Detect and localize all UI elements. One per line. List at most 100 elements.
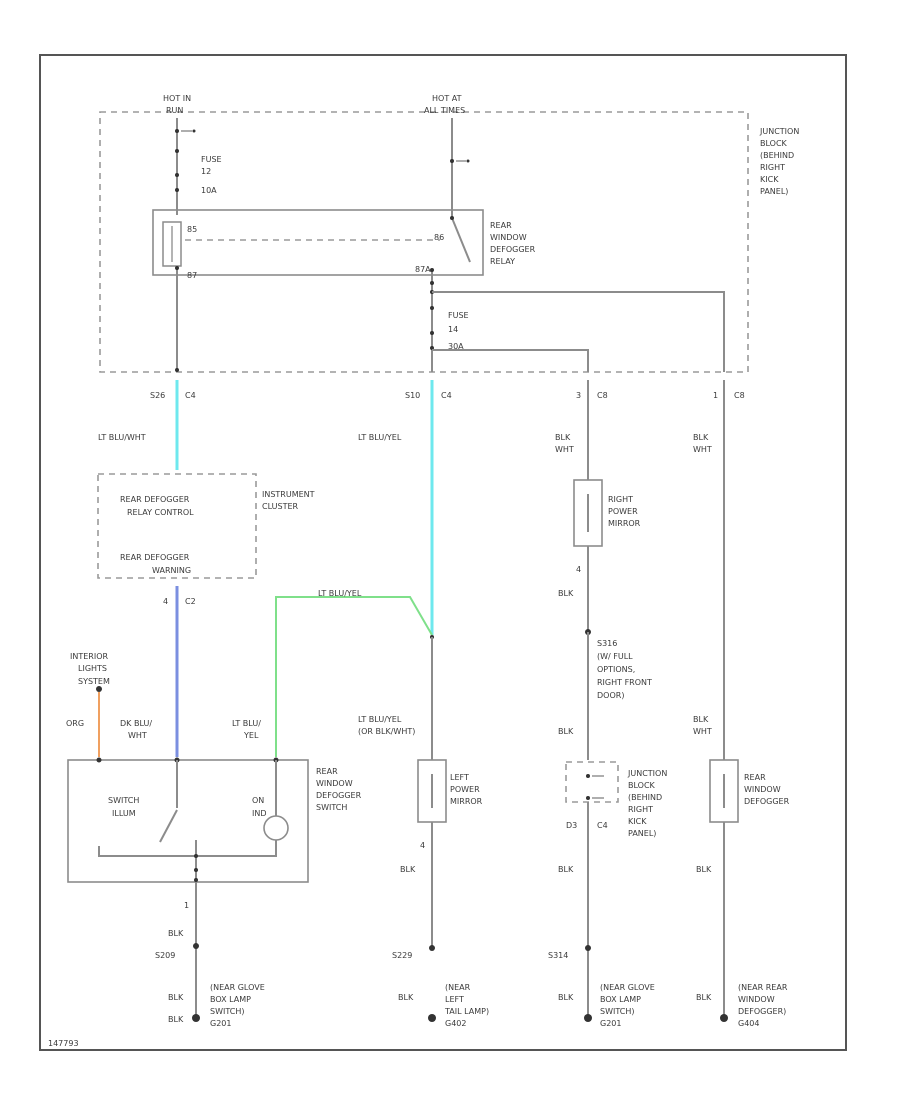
svg-text:C4: C4 — [597, 821, 608, 830]
hot-in-run-label: HOT IN RUN — [163, 94, 191, 115]
connector-1-c8: 1 C8 — [713, 391, 745, 400]
junction-block-2-label: JUNCTION BLOCK (BEHIND RIGHT KICK PANEL) — [627, 769, 667, 838]
svg-text:KICK: KICK — [760, 175, 779, 184]
svg-text:DK BLU/: DK BLU/ — [120, 719, 152, 728]
svg-text:(BEHIND: (BEHIND — [628, 793, 662, 802]
svg-text:TAIL LAMP): TAIL LAMP) — [444, 1007, 489, 1016]
svg-text:WINDOW: WINDOW — [316, 779, 353, 788]
on-ind-label: ON IND — [252, 796, 267, 818]
svg-text:WINDOW: WINDOW — [738, 995, 775, 1004]
ground-g201-b-label: (NEAR GLOVE BOX LAMP SWITCH) G201 — [600, 983, 655, 1028]
svg-text:JUNCTION: JUNCTION — [627, 769, 667, 778]
wire-to-mirror-branch — [432, 349, 589, 372]
splice-s209: S209 — [155, 951, 175, 960]
switch-ground-bus — [98, 840, 277, 857]
svg-text:RIGHT: RIGHT — [760, 163, 785, 172]
connector-4-c2: 4 C2 — [163, 597, 196, 606]
relay-pin-87a: 87A — [415, 265, 431, 274]
label-blk-5: BLK — [558, 865, 574, 874]
label-blk-2: BLK — [400, 865, 416, 874]
label-blk-g1: BLK — [168, 1015, 184, 1024]
svg-text:RELAY: RELAY — [490, 257, 515, 266]
svg-text:3: 3 — [576, 391, 581, 400]
label-blk-7: BLK — [398, 993, 414, 1002]
splice-s314: S314 — [548, 951, 568, 960]
relay-coil — [162, 221, 182, 267]
label-lt-blu-yel-top: LT BLU/YEL — [318, 589, 362, 598]
left-mirror-label: LEFT POWER MIRROR — [450, 773, 483, 806]
ground-g404-label: (NEAR REAR WINDOW DEFOGGER) G404 — [738, 983, 788, 1028]
warning-label: REAR DEFOGGER WARNING — [120, 553, 191, 575]
svg-text:C4: C4 — [185, 391, 196, 400]
relay-box — [152, 209, 484, 276]
interior-lights-terminal — [96, 686, 102, 692]
svg-text:D3: D3 — [566, 821, 577, 830]
node-sw-1 — [194, 854, 198, 858]
ground-g402-label: (NEAR LEFT TAIL LAMP) G402 — [444, 983, 489, 1028]
label-lt-blu-yel-or: LT BLU/YEL (OR BLK/WHT) — [358, 715, 415, 736]
label-blk-g3: BLK — [558, 993, 574, 1002]
svg-text:14: 14 — [448, 325, 458, 334]
svg-text:PANEL): PANEL) — [628, 829, 656, 838]
svg-text:WINDOW: WINDOW — [744, 785, 781, 794]
svg-text:C8: C8 — [597, 391, 608, 400]
svg-text:WINDOW: WINDOW — [490, 233, 527, 242]
label-blk-g1b: BLK — [168, 993, 184, 1002]
node-fuse14-1 — [430, 306, 434, 310]
svg-text:POWER: POWER — [450, 785, 480, 794]
arrow-hot-run-dot — [192, 129, 196, 133]
wire-lt-blu-yel-switch — [275, 596, 433, 757]
diagram-border — [39, 54, 847, 1051]
svg-text:LEFT: LEFT — [450, 773, 469, 782]
svg-text:DEFOGGER: DEFOGGER — [744, 797, 790, 806]
svg-text:SYSTEM: SYSTEM — [78, 677, 110, 686]
svg-text:WARNING: WARNING — [152, 566, 191, 575]
svg-text:(BEHIND: (BEHIND — [760, 151, 794, 160]
svg-text:REAR: REAR — [744, 773, 766, 782]
instrument-cluster-box — [97, 473, 257, 579]
node-s209 — [193, 943, 199, 949]
svg-text:C2: C2 — [185, 597, 196, 606]
svg-text:FUSE: FUSE — [448, 311, 469, 320]
svg-text:ALL TIMES: ALL TIMES — [424, 106, 465, 115]
svg-text:WHT: WHT — [555, 445, 574, 454]
node-s26 — [175, 368, 179, 372]
node-fuse14-2 — [430, 331, 434, 335]
svg-text:WHT: WHT — [128, 731, 147, 740]
node-relay-out-2 — [430, 281, 434, 285]
instrument-cluster-label: INSTRUMENT CLUSTER — [262, 490, 315, 511]
node-hot-run-1 — [175, 129, 179, 133]
switch-pin-org — [96, 757, 102, 763]
node-hot-run-3 — [175, 173, 179, 177]
svg-text:C8: C8 — [734, 391, 745, 400]
svg-text:HOT IN: HOT IN — [163, 94, 191, 103]
relay-label: REAR WINDOW DEFOGGER RELAY — [490, 221, 536, 266]
interior-lights-label: INTERIOR LIGHTS SYSTEM — [70, 652, 110, 686]
label-lt-blu-yel: LT BLU/YEL — [358, 433, 402, 442]
connector-s10-c4: S10 C4 — [405, 391, 452, 400]
label-org: ORG — [66, 719, 84, 728]
svg-text:G402: G402 — [445, 1019, 466, 1028]
svg-text:PANEL): PANEL) — [760, 187, 788, 196]
label-blk-6: BLK — [696, 865, 712, 874]
defogger-label: REAR WINDOW DEFOGGER — [744, 773, 790, 806]
label-blk-g4: BLK — [696, 993, 712, 1002]
svg-text:REAR DEFOGGER: REAR DEFOGGER — [120, 495, 190, 504]
svg-text:POWER: POWER — [608, 507, 638, 516]
svg-text:(OR BLK/WHT): (OR BLK/WHT) — [358, 727, 415, 736]
node-relay-out-1 — [430, 268, 434, 272]
svg-text:WHT: WHT — [693, 727, 712, 736]
svg-text:WHT: WHT — [693, 445, 712, 454]
fuse-12-label: FUSE 12 10A — [201, 155, 222, 195]
ground-g201-a — [192, 1014, 200, 1022]
svg-text:REAR: REAR — [490, 221, 512, 230]
node-relay-30 — [450, 216, 454, 220]
svg-text:C4: C4 — [441, 391, 452, 400]
label-dk-blu-wht: DK BLU/ WHT — [120, 719, 152, 740]
svg-text:LT BLU/: LT BLU/ — [232, 719, 261, 728]
pin-1-label: 1 — [184, 901, 189, 910]
splice-s229: S229 — [392, 951, 412, 960]
svg-text:(NEAR: (NEAR — [445, 983, 471, 992]
svg-text:G404: G404 — [738, 1019, 759, 1028]
